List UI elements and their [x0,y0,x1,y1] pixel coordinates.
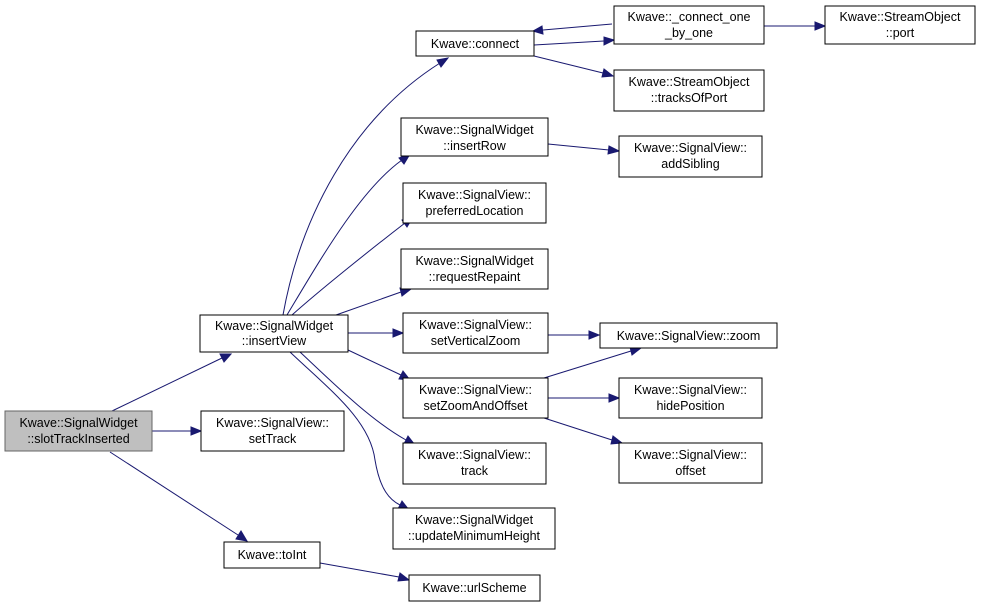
node-set-track[interactable]: Kwave::SignalView:: setTrack [200,410,345,452]
node-connect-one-by-one-line1: Kwave::_connect_one [627,10,750,24]
node-insert-view-line2: ::insertView [242,334,307,348]
node-insert-row-line1: Kwave::SignalWidget [415,123,534,137]
node-request-repaint[interactable]: Kwave::SignalWidget ::requestRepaint [400,248,549,290]
node-connect[interactable]: Kwave::connect [415,30,535,57]
node-offset-line2: offset [675,464,706,478]
edge-connectone-connect [531,23,613,35]
node-request-repaint-line2: ::requestRepaint [429,270,521,284]
node-url-scheme-line1: Kwave::urlScheme [422,581,526,595]
node-set-track-line2: setTrack [249,432,297,446]
node-offset[interactable]: Kwave::SignalView:: offset [618,442,763,484]
node-set-vertical-zoom-line1: Kwave::SignalView:: [419,318,532,332]
edge-connect-tracksofport [533,55,615,78]
node-zoom[interactable]: Kwave::SignalView::zoom [599,322,778,349]
node-slot-track-inserted-line1: Kwave::SignalWidget [19,416,138,430]
node-add-sibling-line1: Kwave::SignalView:: [634,141,747,155]
node-set-vertical-zoom[interactable]: Kwave::SignalView:: setVerticalZoom [402,312,549,354]
node-hide-position[interactable]: Kwave::SignalView:: hidePosition [618,377,763,419]
node-preferred-location[interactable]: Kwave::SignalView:: preferredLocation [402,182,547,224]
node-track-line1: Kwave::SignalView:: [418,448,531,462]
edge-setzoomandoffset-offset [543,417,624,445]
node-request-repaint-line1: Kwave::SignalWidget [415,254,534,268]
edge-insertview-preferredlocation [291,216,415,316]
edges [109,21,827,582]
edge-insertview-connect [282,57,450,316]
node-connect-line1: Kwave::connect [431,37,520,51]
node-update-minimum-height[interactable]: Kwave::SignalWidget ::updateMinimumHeigh… [392,507,556,550]
node-offset-line1: Kwave::SignalView:: [634,448,747,462]
node-tracks-of-port-line1: Kwave::StreamObject [629,75,750,89]
node-preferred-location-line1: Kwave::SignalView:: [418,188,531,202]
edge-toint-urlscheme [319,562,411,582]
edge-setverticalzoom-zoom [548,330,601,340]
node-set-vertical-zoom-line2: setVerticalZoom [431,334,521,348]
edge-insertview-setzoomandoffset [347,349,412,381]
node-preferred-location-line2: preferredLocation [426,204,524,218]
node-url-scheme[interactable]: Kwave::urlScheme [408,574,541,602]
node-stream-object-port-line2: ::port [886,26,915,40]
node-to-int-line1: Kwave::toInt [238,548,307,562]
node-track-line2: track [461,464,489,478]
node-insert-row[interactable]: Kwave::SignalWidget ::insertRow [400,117,549,157]
nodes: Kwave::SignalWidget ::slotTrackInserted … [4,5,976,602]
edge-insertrow-addsibling [547,143,621,155]
edge-insertview-setverticalzoom [348,328,405,338]
edge-slottrackinserted-insertview [111,353,233,412]
node-set-zoom-and-offset-line1: Kwave::SignalView:: [419,383,532,397]
edge-slottrackinserted-settrack [152,426,203,436]
node-slot-track-inserted[interactable]: Kwave::SignalWidget ::slotTrackInserted [4,410,153,452]
node-set-track-line1: Kwave::SignalView:: [216,416,329,430]
node-to-int[interactable]: Kwave::toInt [223,541,321,569]
edge-insertview-requestrepaint [335,287,413,316]
node-add-sibling-line2: addSibling [661,157,719,171]
node-update-minimum-height-line1: Kwave::SignalWidget [415,513,534,527]
edge-connectone-streamport [764,21,827,31]
node-tracks-of-port[interactable]: Kwave::StreamObject ::tracksOfPort [613,69,765,112]
node-set-zoom-and-offset[interactable]: Kwave::SignalView:: setZoomAndOffset [402,377,549,419]
edge-setzoomandoffset-zoom [543,346,643,379]
edge-connect-connectone [533,36,616,46]
node-hide-position-line2: hidePosition [656,399,724,413]
node-tracks-of-port-line2: ::tracksOfPort [651,91,728,105]
node-connect-one-by-one-line2: _by_one [664,26,713,40]
node-stream-object-port-line1: Kwave::StreamObject [840,10,961,24]
node-insert-view[interactable]: Kwave::SignalWidget ::insertView [199,314,349,353]
node-add-sibling[interactable]: Kwave::SignalView:: addSibling [618,135,763,178]
node-slot-track-inserted-line2: ::slotTrackInserted [27,432,129,446]
node-set-zoom-and-offset-line2: setZoomAndOffset [424,399,529,413]
node-update-minimum-height-line2: ::updateMinimumHeight [408,529,541,543]
node-insert-view-line1: Kwave::SignalWidget [215,319,334,333]
node-hide-position-line1: Kwave::SignalView:: [634,383,747,397]
edge-setzoomandoffset-hideposition [548,393,621,403]
node-stream-object-port[interactable]: Kwave::StreamObject ::port [824,5,976,45]
node-insert-row-line2: ::insertRow [443,139,506,153]
node-track[interactable]: Kwave::SignalView:: track [402,442,547,485]
node-zoom-line1: Kwave::SignalView::zoom [617,329,761,343]
edge-slottrackinserted-toint [109,451,248,542]
node-connect-one-by-one[interactable]: Kwave::_connect_one _by_one [613,5,765,45]
